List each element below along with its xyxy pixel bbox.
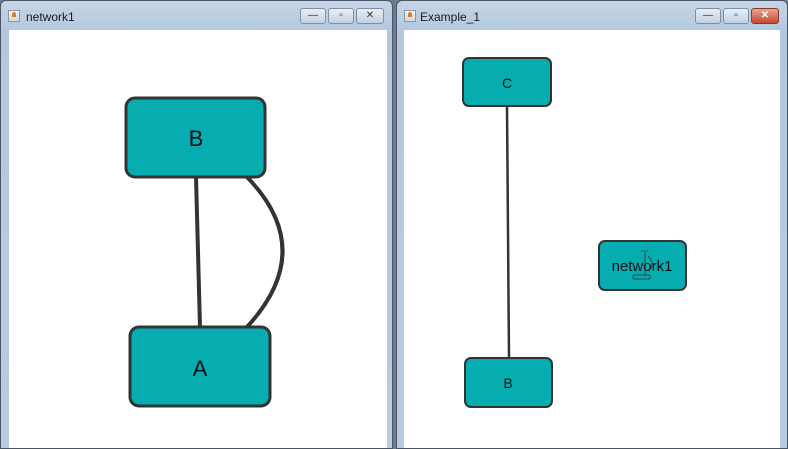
node-label: B [189, 126, 204, 151]
close-icon: ✕ [760, 10, 770, 21]
title-bar[interactable]: Example_1 — ▫ ✕ [397, 1, 787, 30]
text-cursor-icon [632, 250, 653, 280]
maximize-icon: ▫ [734, 10, 738, 21]
node-a[interactable]: A [128, 325, 272, 408]
node-c[interactable]: C [462, 57, 552, 107]
close-button[interactable]: ✕ [751, 8, 779, 24]
minimize-icon: — [308, 10, 318, 21]
title-bar[interactable]: network1 — ▫ ✕ [1, 1, 392, 30]
java-app-icon [8, 10, 20, 22]
node-label: B [503, 375, 512, 391]
close-button[interactable]: ✕ [356, 8, 384, 24]
window-title: Example_1 [420, 10, 481, 24]
node-b[interactable]: B [464, 357, 553, 408]
maximize-button[interactable]: ▫ [723, 8, 749, 24]
maximize-button[interactable]: ▫ [328, 8, 354, 24]
maximize-icon: ▫ [339, 10, 343, 21]
edge-b-a[interactable] [194, 176, 202, 328]
node-label: C [502, 75, 512, 91]
window-title: network1 [26, 10, 75, 24]
edge-c-b[interactable] [505, 105, 511, 359]
edge-b-a-curved[interactable] [245, 175, 285, 329]
node-b[interactable]: B [124, 96, 267, 179]
node-network1[interactable]: network1 [598, 240, 687, 291]
minimize-button[interactable]: — [300, 8, 326, 24]
window-example-1: Example_1 — ▫ ✕ [396, 0, 788, 449]
close-icon: ✕ [365, 10, 375, 21]
node-label: network1 [612, 258, 673, 275]
java-app-icon [404, 10, 416, 22]
node-label: A [193, 356, 208, 381]
minimize-button[interactable]: — [695, 8, 721, 24]
minimize-icon: — [703, 10, 713, 21]
